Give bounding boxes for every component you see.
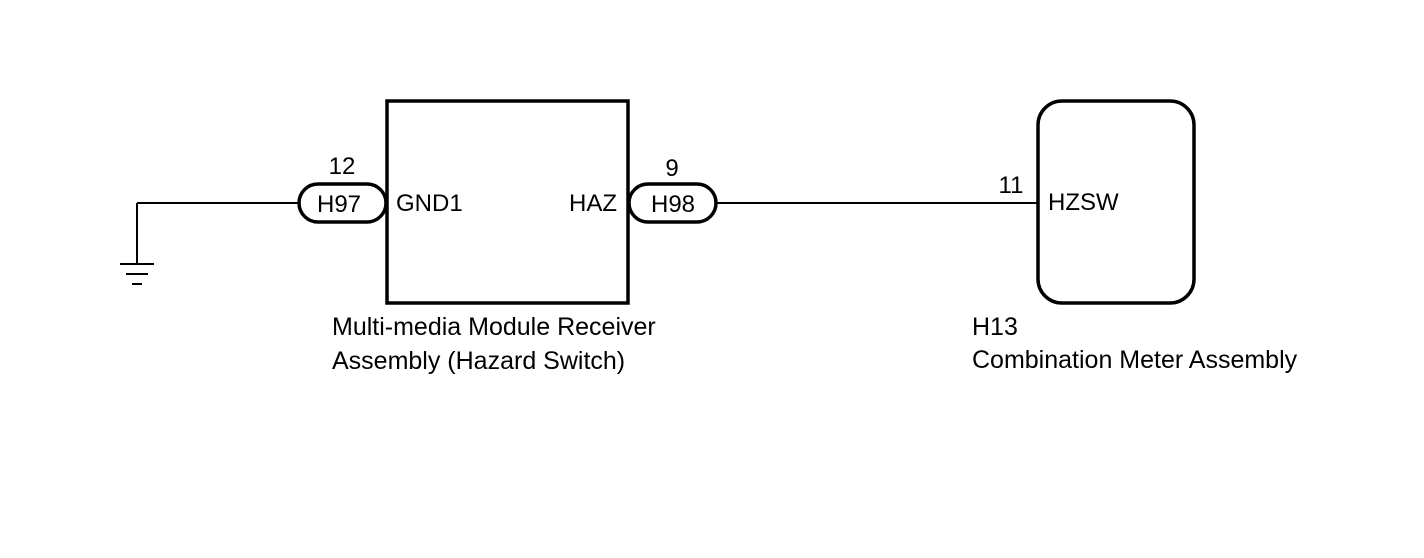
terminal-haz-label: HAZ: [569, 190, 617, 217]
terminal-gnd1-label: GND1: [396, 190, 463, 217]
ground-symbol: [120, 203, 154, 285]
pin-12-label: 12: [329, 153, 356, 180]
combination-meter-box: [1036, 99, 1196, 305]
connector-h97-label: H97: [317, 191, 361, 218]
connector-h98: H98 9: [627, 155, 718, 224]
terminal-hzsw-label: HZSW: [1048, 189, 1119, 216]
combination-meter-connector-code: H13: [972, 313, 1018, 341]
connector-h97: H97 12: [297, 153, 388, 224]
combination-meter-caption: Combination Meter Assembly: [972, 346, 1298, 374]
pin-9-label: 9: [665, 155, 678, 182]
multimedia-module-caption-line2: Assembly (Hazard Switch): [332, 347, 625, 375]
multimedia-module-caption-line1: Multi-media Module Receiver: [332, 313, 656, 341]
connector-h98-label: H98: [651, 191, 695, 218]
pin-11-label: 11: [999, 172, 1024, 199]
